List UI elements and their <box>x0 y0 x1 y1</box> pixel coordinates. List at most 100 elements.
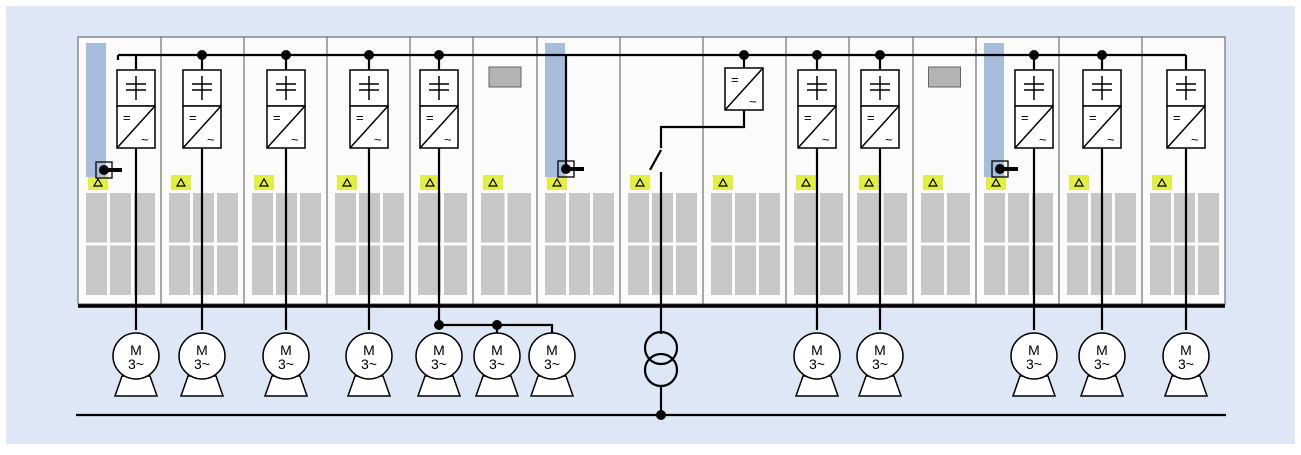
module-slot <box>735 245 756 295</box>
module-slot <box>169 193 190 243</box>
inverter-diagonal <box>1082 105 1122 149</box>
converter-symbol-icon: =~ <box>1082 69 1122 149</box>
converter-symbol-icon: =~ <box>1166 69 1206 149</box>
converter-symbol-icon: =~ <box>419 69 459 149</box>
motor-label-top: M <box>433 342 445 358</box>
warning-triangle-icon <box>341 177 353 187</box>
motor-icon: M3~ <box>856 332 904 397</box>
module-slot <box>252 245 273 295</box>
module-slot <box>794 245 817 295</box>
motor-label-bottom: 3~ <box>1094 356 1110 372</box>
ac-symbol: ~ <box>822 132 830 147</box>
motor-base <box>794 375 840 397</box>
warning-label <box>986 175 1006 190</box>
motor-icon: M3~ <box>793 332 841 397</box>
module-slot <box>1115 245 1136 295</box>
module-slot <box>820 245 843 295</box>
module-slot <box>569 193 590 243</box>
module-slot <box>711 193 732 243</box>
motor-base <box>416 375 462 397</box>
module-slot <box>507 193 531 243</box>
module-slot <box>1174 193 1195 243</box>
motor-base <box>179 375 225 397</box>
module-slot <box>86 193 107 243</box>
dc-symbol: = <box>867 110 875 125</box>
module-slot <box>383 245 404 295</box>
inverter-diagonal <box>724 67 764 111</box>
motor-body <box>178 332 226 380</box>
module-slot <box>134 245 155 295</box>
module-slot <box>110 193 131 243</box>
bus-junction <box>875 50 885 60</box>
inverter-diagonal <box>860 105 900 149</box>
motor-body <box>793 332 841 380</box>
warning-label <box>337 175 357 190</box>
cabinet-6 <box>472 36 538 305</box>
dc-symbol: = <box>804 110 812 125</box>
motor-label-top: M <box>1096 342 1108 358</box>
warning-triangle-icon <box>863 177 875 187</box>
disconnect-switch-icon <box>649 149 662 171</box>
warning-triangle-icon <box>487 177 499 187</box>
module-slot <box>1067 193 1088 243</box>
module-slot <box>481 193 505 243</box>
branch-junction <box>434 320 444 330</box>
cabinet-12 <box>912 36 977 305</box>
motor-body <box>415 332 463 380</box>
status-bar <box>545 43 565 177</box>
motor-icon: M3~ <box>1010 332 1058 397</box>
module-slot <box>444 193 467 243</box>
converter-symbol-icon: =~ <box>724 67 764 111</box>
motor-icon: M3~ <box>262 332 310 397</box>
warning-label <box>859 175 879 190</box>
module-slot <box>1150 245 1171 295</box>
cabinet-7 <box>536 36 621 305</box>
inverter-diagonal <box>266 105 306 149</box>
motor-label-top: M <box>1180 342 1192 358</box>
module-slot <box>652 245 673 295</box>
inverter-diagonal <box>116 105 156 149</box>
module-slot <box>169 245 190 295</box>
module-slot <box>820 193 843 243</box>
module-slot <box>383 193 404 243</box>
motor-label-bottom: 3~ <box>278 356 294 372</box>
module-slot <box>1150 193 1171 243</box>
motor-label-bottom: 3~ <box>1026 356 1042 372</box>
bus-junction <box>434 50 444 60</box>
bus-junction <box>1029 50 1039 60</box>
module-slot <box>759 245 780 295</box>
motor-body <box>1078 332 1126 380</box>
module-slot <box>193 245 214 295</box>
dc-symbol: = <box>1021 110 1029 125</box>
control-display <box>928 66 961 88</box>
motor-label-bottom: 3~ <box>431 356 447 372</box>
motor-label-top: M <box>811 342 823 358</box>
bus-junction <box>197 50 207 60</box>
status-bar <box>86 43 106 177</box>
warning-label <box>796 175 816 190</box>
warning-label <box>1069 175 1089 190</box>
motor-label-top: M <box>130 342 142 358</box>
motor-base <box>113 375 159 397</box>
warning-triangle-icon <box>1073 177 1085 187</box>
module-slot <box>335 193 356 243</box>
inverter-diagonal <box>349 105 389 149</box>
module-slot <box>794 193 817 243</box>
warning-triangle-icon <box>717 177 729 187</box>
dc-symbol: = <box>1173 110 1181 125</box>
module-slot <box>1032 193 1053 243</box>
motor-body <box>345 332 393 380</box>
ac-symbol: ~ <box>444 132 452 147</box>
motor-body <box>473 332 521 380</box>
module-slot <box>1067 245 1088 295</box>
ac-symbol: ~ <box>207 132 215 147</box>
converter-symbol-icon: =~ <box>349 69 389 149</box>
transformer-icon <box>643 330 679 366</box>
module-slot <box>735 193 756 243</box>
bus-junction <box>364 50 374 60</box>
module-slot <box>1008 193 1029 243</box>
warning-triangle-icon <box>800 177 812 187</box>
module-slot <box>444 245 467 295</box>
module-slot <box>1032 245 1053 295</box>
module-slot <box>1198 193 1219 243</box>
